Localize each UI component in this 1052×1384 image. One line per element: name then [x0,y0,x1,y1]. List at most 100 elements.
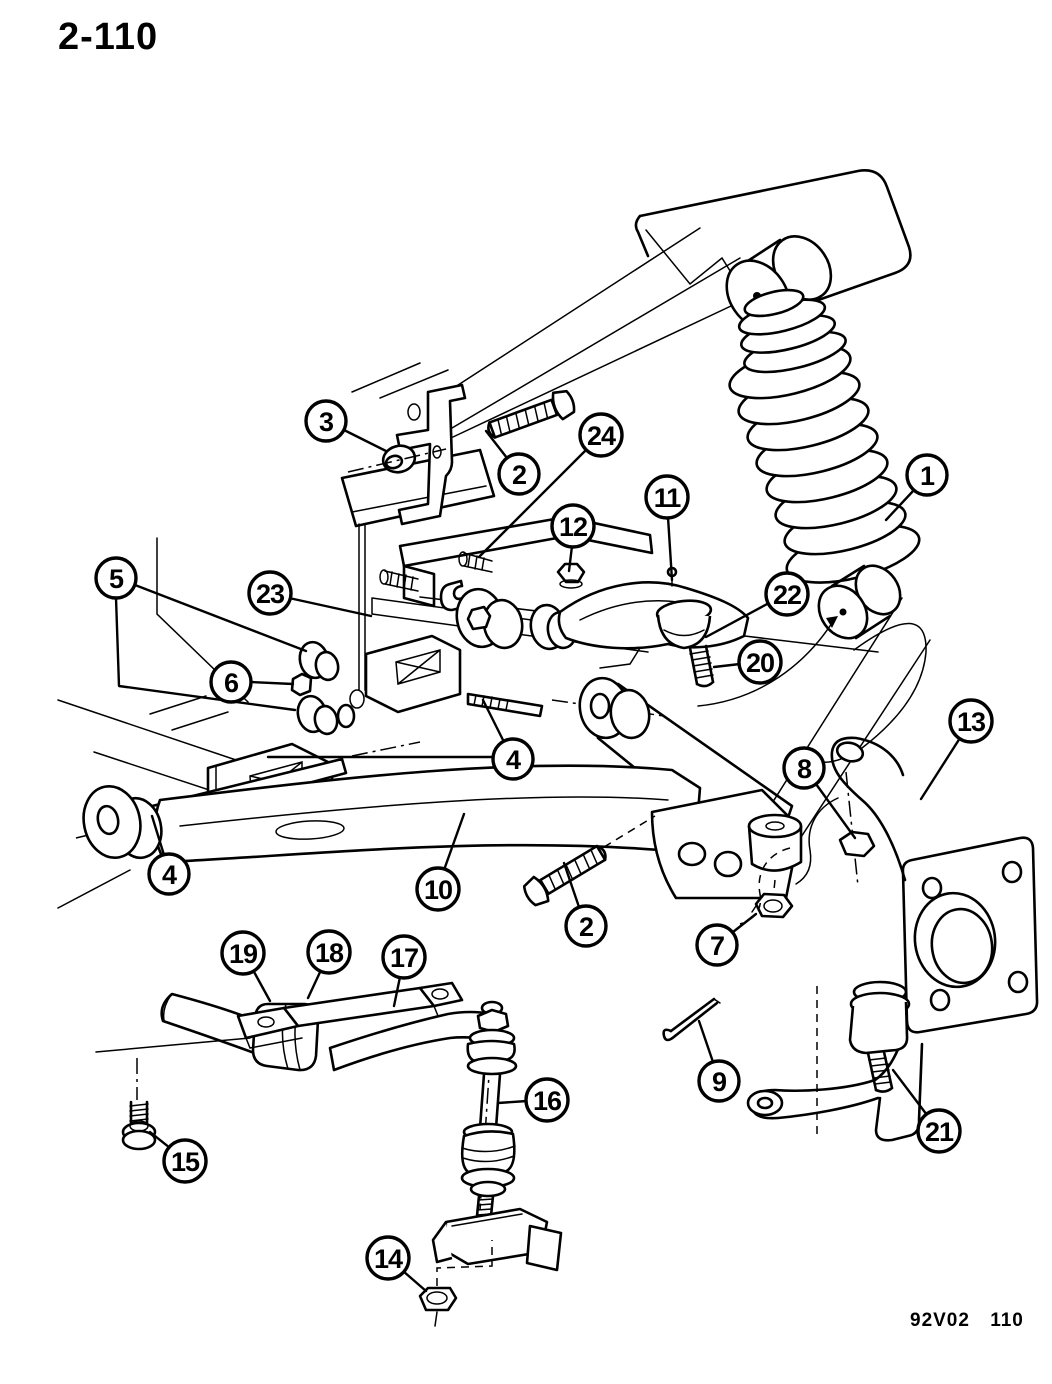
callout-circle[interactable] [147,852,191,896]
callout-circle[interactable] [415,866,461,912]
stabilizer-link [418,1000,563,1327]
link-lower-bushing [460,1122,516,1198]
callout-circle[interactable] [916,1108,962,1154]
callout-circle[interactable] [94,556,138,600]
callout-leader-18 [306,968,323,1000]
callout-circle[interactable] [306,929,352,975]
callout-16[interactable]: 16 [524,1077,570,1123]
callout-6[interactable]: 6 [209,660,253,704]
callout-18[interactable]: 18 [306,929,352,975]
callout-8[interactable]: 8 [782,746,826,790]
callout-circle[interactable] [782,746,826,790]
callout-number: 8 [797,754,812,784]
callout-leader-3 [342,428,388,453]
callout-10[interactable]: 10 [415,866,461,912]
callout-12[interactable]: 12 [550,503,596,549]
callout-circle[interactable] [365,1235,411,1281]
callout-number: 14 [374,1244,403,1274]
callout-number: 4 [506,745,521,775]
callout-7[interactable]: 7 [695,923,739,967]
callout-circle[interactable] [695,923,739,967]
callout-number: 23 [256,579,285,609]
callout-number: 1 [920,461,935,491]
callout-21[interactable]: 21 [916,1108,962,1154]
callout-number: 2 [512,460,526,490]
callout-leader-8 [814,782,857,840]
callout-leader-1 [884,488,916,522]
callout-2[interactable]: 2 [497,452,541,496]
callout-number: 20 [746,648,774,678]
shaft-nut [556,562,586,589]
callout-leader-21 [891,1068,929,1117]
page-number: 2-110 [58,16,159,58]
cam-bolt [519,837,613,911]
callout-leader-13 [919,736,962,801]
callout-5[interactable]: 5 [94,556,138,600]
cotter-pin [662,997,721,1042]
callout-number: 2 [579,912,593,942]
link-lower-bracket [431,1207,563,1272]
callout-number: 5 [109,564,124,594]
callout-4[interactable]: 4 [491,737,535,781]
callout-circle[interactable] [905,453,949,497]
callout-circle[interactable] [578,412,624,458]
callout-number: 21 [925,1117,954,1147]
washer-and-nut [347,444,447,474]
callout-circle[interactable] [550,503,596,549]
ball-joint [655,599,713,650]
callout-leader-12 [567,544,574,573]
callout-leader-11 [666,515,674,582]
upper-mount-bracket [340,383,579,528]
callout-leader-24 [477,447,589,559]
callout-13[interactable]: 13 [948,698,994,744]
callout-circle[interactable] [737,639,783,685]
callout-circle[interactable] [247,570,293,616]
callout-9[interactable]: 9 [697,1059,741,1103]
upper-control-arm [419,562,879,688]
callout-11[interactable]: 11 [644,474,690,520]
callout-circle[interactable] [220,930,266,976]
callout-circle[interactable] [644,474,690,520]
callout-19[interactable]: 19 [220,930,266,976]
callout-17[interactable]: 17 [381,934,427,980]
callout-leader-9 [697,1019,715,1064]
callout-circle[interactable] [162,1138,208,1184]
dust-boot [737,288,847,374]
callout-1[interactable]: 1 [905,453,949,497]
callout-15[interactable]: 15 [162,1138,208,1184]
callout-leader-20 [712,662,742,669]
callout-leader-22 [704,601,771,639]
callout-leader-16 [496,1099,529,1105]
callout-22[interactable]: 22 [764,571,810,617]
callout-circle[interactable] [497,452,541,496]
callout-circle[interactable] [948,698,994,744]
callout-circle[interactable] [491,737,535,781]
callout-circle[interactable] [304,399,348,443]
callout-number: 18 [315,938,344,968]
spring-pin [379,569,419,592]
callout-14[interactable]: 14 [365,1235,411,1281]
callout-4[interactable]: 4 [147,852,191,896]
callout-number: 3 [319,407,334,437]
callout-leader-7 [731,912,758,934]
callout-circle[interactable] [524,1077,570,1123]
plate-code: 92V02 110 [910,1310,1024,1331]
callout-number: 17 [390,943,418,973]
clamp-bolt [121,1100,157,1151]
callout-circle[interactable] [381,934,427,980]
callout-3[interactable]: 3 [304,399,348,443]
callout-24[interactable]: 24 [578,412,624,458]
callout-20[interactable]: 20 [737,639,783,685]
callout-2[interactable]: 2 [564,904,608,948]
callout-circle[interactable] [564,904,608,948]
callout-23[interactable]: 23 [247,570,293,616]
callout-number: 7 [710,931,724,961]
callout-circle[interactable] [209,660,253,704]
callout-leader-15 [148,1130,172,1150]
callout-circle[interactable] [764,571,810,617]
callout-circle[interactable] [697,1059,741,1103]
pivot-cushion-washers [290,640,365,736]
callout-leader-23 [287,596,373,618]
